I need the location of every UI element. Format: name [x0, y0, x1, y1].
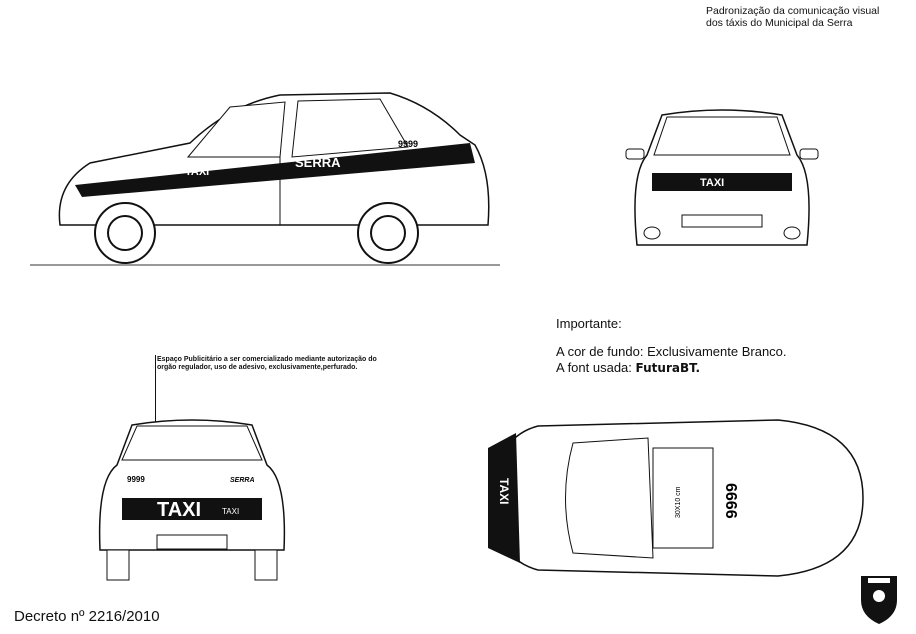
important-title: Importante:: [556, 316, 622, 331]
car-rear-view: 9999 SERRA TAXI TAXI: [98, 419, 286, 581]
car-side-view: TAXI SERRA 9999: [30, 92, 500, 266]
car-front-view: TAXI: [625, 109, 819, 246]
header-title: Padronização da comunicação visual dos t…: [706, 5, 879, 29]
font-label: A font usada:: [556, 360, 636, 375]
header-line-1: Padronização da comunicação visual: [706, 5, 880, 17]
header-line-2: dos táxis do Municipal da Serra: [706, 17, 853, 29]
side-city-label: SERRA: [295, 155, 341, 170]
advertising-note-line-2: orgão regulador, uso de adesivo, exclusi…: [157, 364, 358, 371]
rear-city-label: SERRA: [230, 477, 255, 484]
advertising-pointer: [155, 355, 156, 430]
side-taxi-label: TAXI: [185, 166, 209, 178]
rear-taxi-small-label: TAXI: [222, 507, 239, 516]
front-taxi-label: TAXI: [700, 177, 724, 189]
dimension-label: 30X10 cm: [675, 486, 682, 518]
side-number-label: 9999: [398, 139, 418, 149]
car-top-view: TAXI 6666 30X10 cm: [488, 419, 864, 577]
advertising-note: Espaço Publicitário a ser comercializado…: [157, 356, 377, 372]
rear-number-label: 9999: [127, 475, 145, 484]
background-color-note: A cor de fundo: Exclusivamente Branco.: [556, 344, 787, 359]
advertising-note-line-1: Espaço Publicitário a ser comercializado…: [157, 356, 377, 363]
top-number-label: 6666: [722, 483, 739, 519]
font-name: FuturaBT.: [635, 361, 701, 375]
serra-seal-logo: [861, 576, 897, 624]
top-taxi-label: TAXI: [497, 478, 511, 504]
font-note: A font usada: FuturaBT.: [556, 360, 700, 375]
rear-taxi-label: TAXI: [157, 499, 201, 521]
decree-number: Decreto nº 2216/2010: [14, 608, 160, 625]
